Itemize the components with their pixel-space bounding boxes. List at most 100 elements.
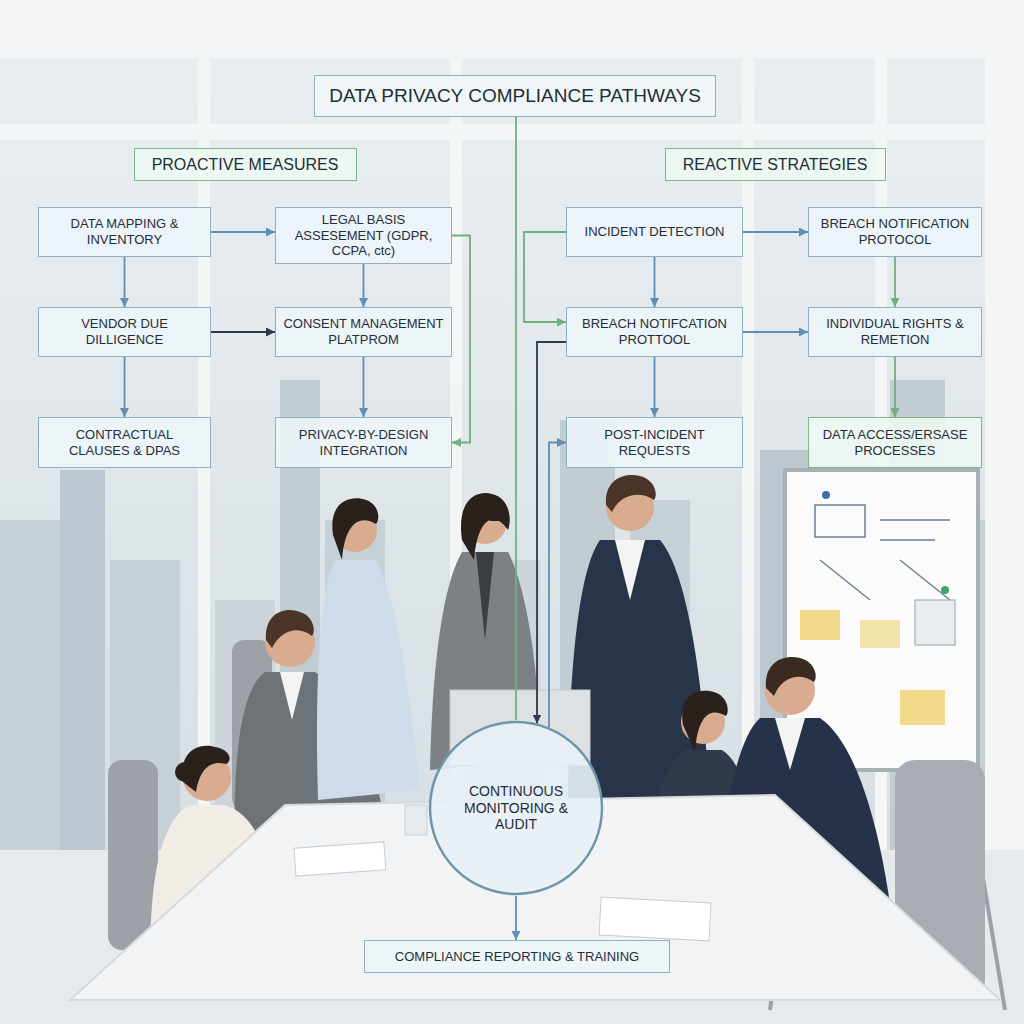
- person: [280, 672, 304, 720]
- process-box: INCIDENT DETECTION: [566, 207, 743, 257]
- flow-arrow: [211, 231, 275, 233]
- flow-arrow: [743, 231, 808, 233]
- person: [266, 610, 314, 648]
- city-skyline: [60, 470, 105, 860]
- whiteboard: [941, 586, 949, 594]
- node-label: BREACH NOTIFICATION PROTOCOL: [809, 216, 981, 247]
- node-text: INDIVIDUAL RIGHTS & REMETION: [815, 316, 975, 347]
- node-label: CONSENT MANAGEMENT PLATPROM: [276, 316, 451, 347]
- flow-arrow: [549, 443, 566, 728]
- process-box: BREACH NOTIFCATION PROTTOOL: [566, 307, 743, 357]
- node-text: CONSENT MANAGEMENT PLATPROM: [282, 316, 445, 347]
- flow-arrow: [894, 257, 896, 307]
- title-box: DATA PRIVACY COMPLIANCE PATHWAYS: [314, 75, 716, 117]
- node-text: DATA MAPPING & INVENTORY: [45, 216, 204, 247]
- meeting-table: [70, 690, 1000, 1000]
- node-label: INDIVIDUAL RIGHTS & REMETION: [809, 316, 981, 347]
- node-text: BREACH NOTIFICATION PROTOCOL: [815, 216, 975, 247]
- whiteboard: [822, 491, 830, 499]
- process-box: CONSENT MANAGEMENT PLATPROM: [275, 307, 452, 357]
- flow-arrow: [515, 896, 517, 940]
- node-label: DATA MAPPING & INVENTORY: [39, 216, 210, 247]
- whiteboard: [915, 600, 955, 645]
- whiteboard: [860, 620, 900, 648]
- process-box: CONTRACTUAL CLAUSES & DPAS: [38, 417, 211, 468]
- node-text: PRIVACY-BY-DESIGN INTEGRATION: [282, 427, 445, 458]
- process-box: PRIVACY-BY-DESIGN INTEGRATION: [275, 417, 452, 468]
- hub-circle: CONTINUOUS MONITORING & AUDIT: [428, 720, 604, 896]
- flow-arrow: [894, 357, 896, 417]
- node-text: INCIDENT DETECTION: [585, 224, 725, 240]
- node-label: PRIVACY-BY-DESIGN INTEGRATION: [276, 427, 451, 458]
- flow-arrow: [654, 257, 656, 307]
- diagram-title: DATA PRIVACY COMPLIANCE PATHWAYS: [329, 85, 701, 107]
- node-label: INCIDENT DETECTION: [579, 224, 731, 240]
- flow-arrow: [124, 357, 126, 417]
- connector-group: [125, 232, 896, 940]
- person: [766, 657, 816, 696]
- process-box: VENDOR DUE DILLIGENCE: [38, 307, 211, 357]
- circle-outline: [430, 722, 602, 894]
- output-box: COMPLIANCE REPORTING & TRAINING: [364, 940, 670, 973]
- node-text: DATA ACCESS/ERSASE PROCESSES: [815, 427, 975, 458]
- window-frame: [0, 0, 1024, 58]
- process-box: DATA ACCESS/ERSASE PROCESSES: [808, 417, 982, 468]
- meeting-table: [294, 842, 386, 876]
- person: [606, 475, 656, 512]
- process-box: BREACH NOTIFICATION PROTOCOL: [808, 207, 982, 257]
- person: [461, 493, 510, 560]
- person: [317, 498, 420, 800]
- flow-arrow: [743, 331, 808, 333]
- flow-arrow: [211, 331, 275, 333]
- whiteboard: [900, 690, 945, 725]
- title-stem-line: [515, 117, 517, 720]
- person: [775, 718, 805, 770]
- person: [476, 552, 494, 640]
- node-label: PROACTIVE MEASURES: [146, 155, 345, 174]
- node-label: POST-INCIDENT REQUESTS: [567, 427, 742, 458]
- person: [615, 540, 645, 600]
- node-text: POST-INCIDENT REQUESTS: [573, 427, 736, 458]
- window-frame: [0, 124, 1024, 140]
- node-label: CONTINUOUS MONITORING & AUDIT: [440, 783, 592, 833]
- node-label: CONTRACTUAL CLAUSES & DPAS: [39, 427, 210, 458]
- person: [317, 560, 420, 800]
- node-label: LEGAL BASIS ASSESEMENT (GDPR, CCPA, ctc): [276, 212, 451, 259]
- process-box: INDIVIDUAL RIGHTS & REMETION: [808, 307, 982, 357]
- node-text: CONTRACTUAL CLAUSES & DPAS: [45, 427, 204, 458]
- whiteboard: [800, 610, 840, 640]
- flow-arrow: [537, 342, 566, 724]
- meeting-table: [599, 897, 711, 941]
- process-box: LEGAL BASIS ASSESEMENT (GDPR, CCPA, ctc): [275, 207, 452, 264]
- whiteboard: [815, 505, 865, 537]
- process-box: POST-INCIDENT REQUESTS: [566, 417, 743, 468]
- node-text: BREACH NOTIFCATION PROTTOOL: [573, 316, 736, 347]
- flow-arrow: [524, 232, 566, 322]
- node-label: COMPLIANCE REPORTING & TRAINING: [389, 949, 645, 965]
- flow-arrow: [452, 236, 470, 443]
- node-text: LEGAL BASIS ASSESEMENT (GDPR, CCPA, ctc): [282, 212, 445, 259]
- section-header: REACTIVE STRATEGIES: [665, 148, 886, 181]
- person: [472, 519, 500, 521]
- node-label: REACTIVE STRATEGIES: [677, 155, 874, 174]
- meeting-table: [405, 805, 427, 835]
- node-text: VENDOR DUE DILLIGENCE: [45, 316, 204, 347]
- node-text: REACTIVE STRATEGIES: [683, 155, 868, 174]
- node-text: COMPLIANCE REPORTING & TRAINING: [395, 949, 639, 965]
- node-text: PROACTIVE MEASURES: [152, 155, 339, 174]
- office-chairs: [108, 760, 158, 950]
- person: [682, 691, 728, 752]
- person: [332, 498, 378, 560]
- whiteboard: [820, 520, 950, 600]
- flow-arrow: [363, 357, 365, 417]
- process-box: DATA MAPPING & INVENTORY: [38, 207, 211, 257]
- flow-arrow: [363, 264, 365, 307]
- flow-arrow: [654, 357, 656, 417]
- person: [175, 762, 195, 782]
- node-label: VENDOR DUE DILLIGENCE: [39, 316, 210, 347]
- node-text: CONTINUOUS MONITORING & AUDIT: [446, 783, 586, 833]
- flow-arrow: [124, 257, 126, 307]
- window-frame: [985, 58, 1024, 858]
- section-header: PROACTIVE MEASURES: [134, 148, 357, 181]
